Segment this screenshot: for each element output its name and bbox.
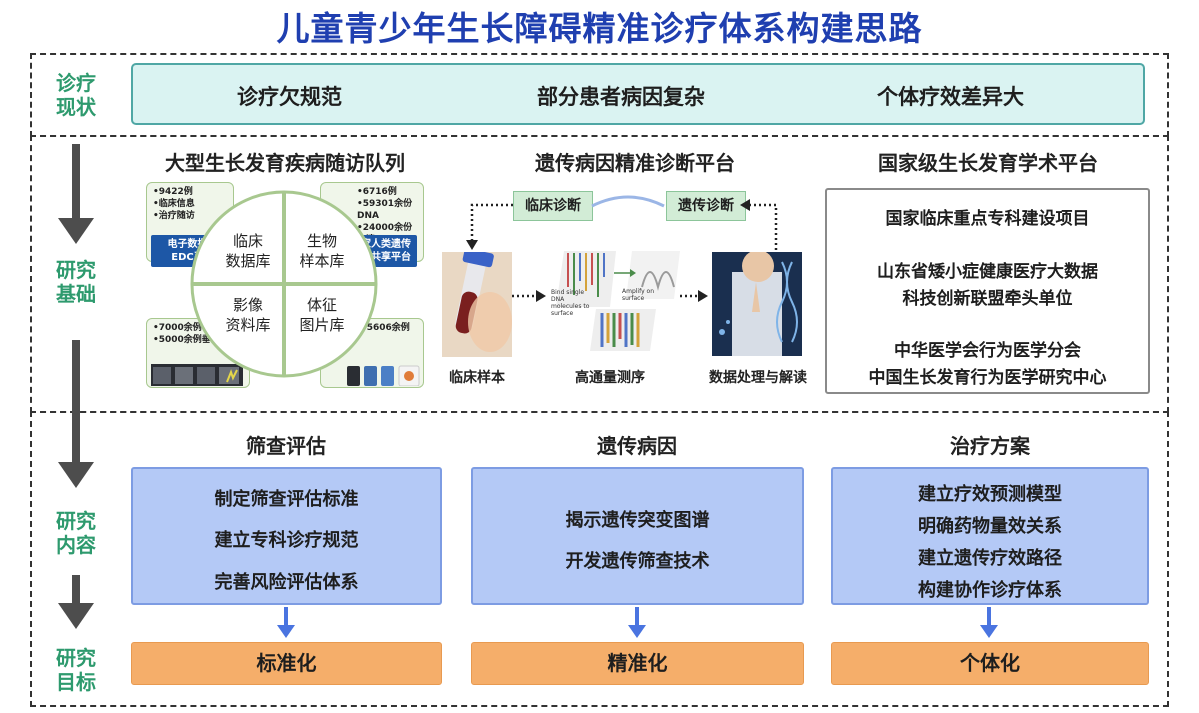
content-title-screening: 筛查评估	[246, 434, 326, 458]
photo-images	[347, 364, 421, 386]
caption-clinical-sample: 临床样本	[449, 370, 505, 386]
academic-line: 国家临床重点专科建设项目	[885, 209, 1090, 229]
quadrant-clinical-db: 临床数据库	[225, 232, 271, 270]
xray-images	[151, 364, 243, 386]
content-item: 开发遗传筛查技术	[565, 551, 710, 572]
goal-individualization: 个体化	[831, 642, 1149, 685]
quadrant-imaging-db: 影像资料库	[225, 296, 271, 334]
genetic-diagnosis-tag: 遗传诊断	[666, 191, 746, 221]
side-label-status: 诊疗现状	[56, 71, 96, 119]
content-item: 建立专科诊疗规范	[214, 530, 359, 551]
content-frame	[30, 411, 1169, 707]
quadrant-photo-db: 体征图片库	[299, 296, 345, 334]
caption-data-processing: 数据处理与解读	[709, 370, 807, 386]
genetic-title: 遗传病因精准诊断平台	[535, 151, 735, 175]
status-bar: 诊疗欠规范 部分患者病因复杂 个体疗效差异大	[131, 63, 1145, 125]
quadrant-biosample-db: 生物样本库	[299, 232, 345, 270]
clinical-diagnosis-tag: 临床诊断	[513, 191, 593, 221]
content-title-genetic: 遗传病因	[597, 434, 677, 458]
page-title: 儿童青少年生长障碍精准诊疗体系构建思路	[276, 9, 923, 48]
content-item: 建立疗效预测模型	[918, 484, 1062, 505]
content-item: 完善风险评估体系	[214, 572, 359, 593]
status-item: 诊疗欠规范	[237, 85, 342, 109]
sequencing-image	[556, 251, 680, 351]
content-title-treatment: 治疗方案	[950, 434, 1030, 458]
cohort-circle	[190, 190, 378, 378]
side-label-content: 研究内容	[56, 509, 96, 557]
status-item: 部分患者病因复杂	[537, 85, 705, 109]
side-label-foundation: 研究基础	[56, 258, 96, 306]
academic-line: 中国生长发育行为医学研究中心	[868, 368, 1107, 388]
goal-precision: 精准化	[471, 642, 804, 685]
content-box-genetic: 揭示遗传突变图谱 开发遗传筛查技术	[471, 467, 804, 605]
content-item: 制定筛查评估标准	[214, 489, 359, 510]
data-processing-image	[712, 252, 802, 356]
genetic-flow-lines	[466, 195, 778, 302]
content-box-treatment: 建立疗效预测模型 明确药物量效关系 建立遗传疗效路径 构建协作诊疗体系	[831, 467, 1149, 605]
academic-line: 山东省矮小症健康医疗大数据	[877, 262, 1098, 282]
caption-sequencing: 高通量测序	[575, 370, 645, 386]
content-item: 构建协作诊疗体系	[918, 580, 1062, 601]
goal-standardization: 标准化	[131, 642, 442, 685]
clinical-sample-image	[442, 252, 512, 357]
content-box-screening: 制定筛查评估标准 建立专科诊疗规范 完善风险评估体系	[131, 467, 442, 605]
content-item: 明确药物量效关系	[918, 516, 1062, 537]
status-item: 个体疗效差异大	[877, 85, 1024, 109]
cohort-title: 大型生长发育疾病随访队列	[165, 151, 405, 175]
side-label-goal: 研究目标	[56, 646, 96, 694]
content-item: 揭示遗传突变图谱	[565, 510, 710, 531]
content-item: 建立遗传疗效路径	[918, 548, 1062, 569]
academic-line: 科技创新联盟牵头单位	[902, 289, 1073, 309]
academic-line: 中华医学会行为医学分会	[894, 341, 1081, 361]
academic-title: 国家级生长发育学术平台	[878, 151, 1098, 175]
academic-box: 国家临床重点专科建设项目 山东省矮小症健康医疗大数据 科技创新联盟牵头单位 中华…	[825, 188, 1150, 394]
